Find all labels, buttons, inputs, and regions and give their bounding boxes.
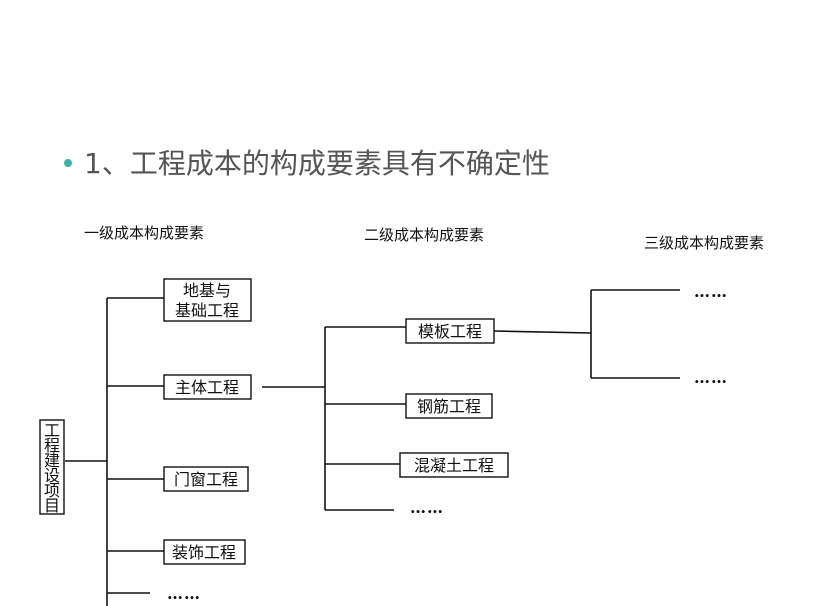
root-node-box [39,419,65,515]
node-rebar-box [405,393,493,419]
node-rebar-label: 钢筋工程 [417,397,481,416]
node-main-structure-label: 主体工程 [175,378,239,397]
node-doors-windows-label: 门窗工程 [174,470,238,489]
root-char: 程 [44,436,60,455]
node-foundation-box [163,278,252,322]
slide-title: 1、工程成本的构成要素具有不确定性 [64,140,550,184]
node-formwork: 模板工程 [405,318,495,344]
root-char: 项 [44,481,60,500]
node-foundation-line2: 基础工程 [175,301,239,320]
level3-item-b-ellipsis: …… [694,368,728,387]
root-char: 目 [44,496,60,515]
node-concrete-label: 混凝土工程 [414,456,494,475]
level3-item-a-ellipsis: …… [694,282,728,301]
level3-header: 三级成本构成要素 [644,234,764,252]
node-foundation: 地基与 基础工程 [163,278,252,322]
node-doors-windows-box [163,466,249,492]
formwork-connector [493,330,592,334]
node-concrete: 混凝土工程 [399,452,509,478]
node-formwork-box [405,318,495,344]
root-char: 建 [44,451,60,470]
node-formwork-label: 模板工程 [418,322,482,341]
node-decoration: 装饰工程 [163,539,246,565]
level1-header: 一级成本构成要素 [84,224,204,242]
level2-more-ellipsis: …… [410,498,444,517]
level1-more-ellipsis: …… [167,584,201,603]
root-char: 设 [44,466,60,485]
node-decoration-box [163,539,246,565]
level2-header: 二级成本构成要素 [364,226,484,244]
root-char: 工 [44,421,60,440]
node-decoration-label: 装饰工程 [172,543,236,562]
slide-title-text: 1、工程成本的构成要素具有不确定性 [84,147,550,180]
node-doors-windows: 门窗工程 [163,466,249,492]
root-node: 工 程 建 设 项 目 [39,419,65,515]
bullet-icon [64,159,72,167]
node-rebar: 钢筋工程 [405,393,493,419]
node-main-structure: 主体工程 [163,374,252,400]
connector-lines [65,289,680,606]
node-main-structure-box [163,374,252,400]
node-concrete-box [399,452,509,478]
node-foundation-line1: 地基与 [183,281,231,300]
